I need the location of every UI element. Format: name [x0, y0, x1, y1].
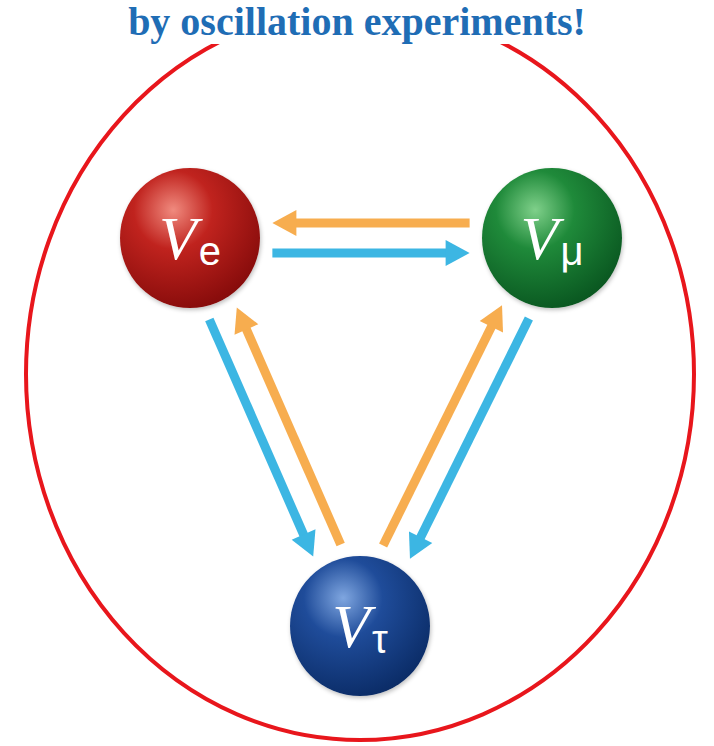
oscillation-arrow: [409, 318, 529, 558]
neutrino-sphere: Vτ: [290, 556, 430, 696]
arrow-head: [235, 307, 259, 334]
flavour-subscript: μ: [560, 231, 583, 271]
neutrino-symbol: V: [332, 595, 370, 657]
arrow-shaft: [272, 249, 447, 258]
flavour-subscript: e: [199, 231, 221, 271]
red-ellipse: [26, 8, 694, 740]
arrow-shaft: [420, 318, 529, 539]
flavour-subscript: τ: [372, 619, 388, 659]
neutrino-symbol: V: [159, 207, 197, 269]
arrow-head: [272, 210, 296, 236]
oscillation-arrow: [235, 307, 341, 544]
oscillation-arrow: [272, 210, 469, 236]
arrow-head: [292, 529, 316, 556]
neutrino-symbol: V: [521, 207, 559, 269]
heading: by oscillation experiments!: [124, 0, 590, 44]
arrow-head: [480, 305, 503, 332]
oscillation-arrow: [272, 240, 469, 266]
oscillation-arrow: [383, 305, 503, 545]
arrow-head: [409, 532, 432, 559]
neutrino-sphere: Vμ: [482, 168, 622, 308]
arrow-shaft: [294, 219, 469, 228]
neutrino-sphere: Ve: [120, 168, 260, 308]
arrow-head: [446, 240, 470, 266]
title-row: by oscillation experiments!: [0, 0, 714, 44]
arrow-shaft: [246, 328, 341, 545]
